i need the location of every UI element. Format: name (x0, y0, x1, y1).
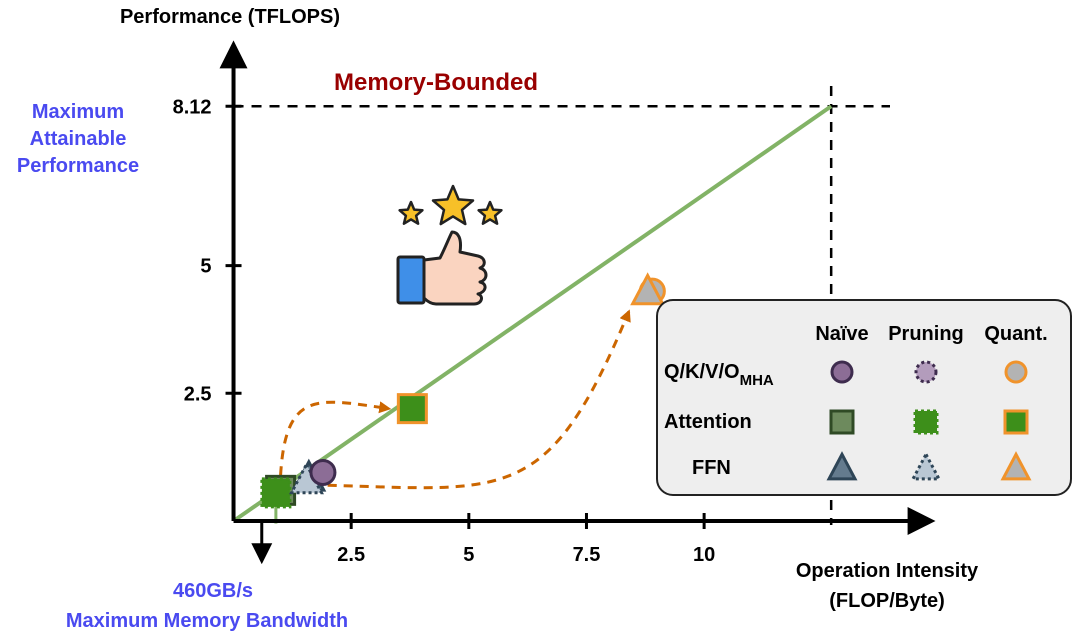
legend-marker (914, 360, 938, 384)
legend-column-header: Naïve (815, 323, 868, 345)
ffn-pruning-point (288, 461, 324, 495)
legend-marker (1000, 451, 1032, 481)
legend-marker (826, 451, 858, 481)
legend-row-label-sub: MHA (740, 372, 774, 389)
thumbs-up-cuff-icon (396, 255, 426, 305)
legend-row-label: Q/K/V/OMHA (664, 361, 774, 389)
y-axis-label: Performance (TFLOPS) (120, 6, 340, 28)
legend-row-label: Attention (664, 411, 752, 433)
x-tick-label: 10 (693, 544, 715, 566)
attention-quant-point (396, 393, 428, 425)
legend-marker (910, 451, 942, 481)
x-tick-label: 2.5 (337, 544, 365, 566)
y-tick-label: 5 (200, 256, 211, 278)
max-performance-annotation: Performance (17, 155, 139, 177)
thumbs-up-icon (422, 230, 488, 306)
star-icon (477, 200, 503, 225)
chart-title: Memory-Bounded (334, 69, 538, 96)
legend-marker (830, 360, 854, 384)
legend-marker (829, 409, 855, 435)
legend-column-header: Pruning (888, 323, 964, 345)
legend-row-label-main: Q/K/V/O (664, 361, 740, 383)
bandwidth-value: 460GB/s (173, 580, 253, 602)
x-axis-label: (FLOP/Byte) (829, 590, 945, 612)
q-k-v-o-mha-na-ve-point (309, 458, 337, 486)
x-axis-label: Operation Intensity (796, 560, 979, 582)
roofline (232, 104, 833, 523)
legend-column-header: Quant. (984, 323, 1047, 345)
x-tick-label: 7.5 (573, 544, 601, 566)
max-performance-annotation: Attainable (30, 128, 127, 150)
legend-marker (1003, 409, 1029, 435)
legend-marker (913, 409, 939, 435)
legend-marker (1004, 360, 1028, 384)
legend-row-label: FFN (692, 457, 731, 479)
star-icon (431, 184, 475, 226)
bandwidth-label: Maximum Memory Bandwidth (66, 610, 348, 632)
max-performance-annotation: Maximum (32, 101, 124, 123)
improvement-arrow (327, 309, 631, 490)
improvement-arrow (279, 400, 392, 476)
y-tick-label: 8.12 (173, 96, 212, 118)
star-icon (398, 200, 424, 225)
attention-pruning-point (260, 477, 292, 509)
x-tick-label: 5 (463, 544, 474, 566)
legend-box (656, 299, 1072, 496)
ffn-quant-point (630, 272, 666, 306)
y-tick-label: 2.5 (184, 383, 212, 405)
